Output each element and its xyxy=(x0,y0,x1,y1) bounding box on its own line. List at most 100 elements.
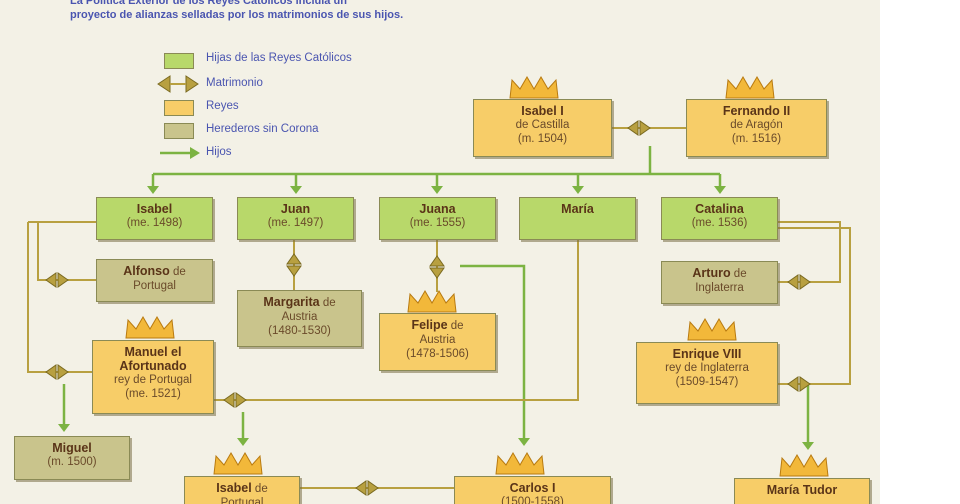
person-manuel: Manuel el Afortunado rey de Portugal (me… xyxy=(92,340,214,414)
connector-layer xyxy=(27,75,851,496)
person-date: (1509-1547) xyxy=(675,376,739,388)
person-name: Juan xyxy=(280,202,311,216)
person-name: Miguel xyxy=(52,441,92,455)
crown-icon xyxy=(725,76,775,99)
person-date: (1480-1530) xyxy=(268,325,331,337)
line-to-carlos xyxy=(460,264,526,440)
marriage-line-catalina-arturo xyxy=(778,221,841,283)
crown-icon xyxy=(125,316,175,339)
legend-label: Reyes xyxy=(206,100,239,112)
person-isabel-i: Isabel I de Castilla (m. 1504) xyxy=(473,99,612,157)
person-name: Margarita xyxy=(263,295,320,309)
person-name: Afortunado xyxy=(119,359,187,373)
marriage-line-maria-manuel xyxy=(214,240,579,401)
person-name: Isabel xyxy=(136,202,173,216)
marriage-icon xyxy=(45,364,69,380)
person-place: Portugal xyxy=(220,497,264,504)
person-name: María Tudor xyxy=(766,483,838,497)
intro-line-2: proyecto de alianzas selladas por los ma… xyxy=(70,9,404,21)
legend-marriage-icon xyxy=(157,75,199,93)
person-name: Felipe xyxy=(411,318,448,332)
marriage-icon xyxy=(286,253,302,277)
person-name: Fernando II xyxy=(722,104,791,118)
person-of: de xyxy=(254,483,268,495)
person-name: María xyxy=(561,202,594,216)
person-maria: María xyxy=(519,197,636,240)
marriage-icons xyxy=(45,120,811,496)
person-title: rey de Inglaterra xyxy=(665,362,749,374)
person-arturo: Arturo de Inglaterra xyxy=(661,261,778,304)
person-date: (m. 1516) xyxy=(731,133,782,145)
person-date: (me. 1521) xyxy=(125,388,181,400)
marriage-icon xyxy=(627,120,651,136)
legend-swatch-yellow xyxy=(164,100,194,116)
crown-icon xyxy=(407,290,457,313)
legend-label: Hijas de las Reyes Católicos xyxy=(206,52,352,64)
crown-icon xyxy=(687,318,737,341)
person-felipe: Felipe de Austria (1478-1506) xyxy=(379,313,496,371)
legend-label: Hijos xyxy=(206,146,232,158)
person-name: Juana xyxy=(419,202,456,216)
person-of: de xyxy=(733,268,747,280)
person-of: de xyxy=(172,266,186,278)
person-place: Austria xyxy=(281,311,318,323)
person-juana: Juana (me. 1555) xyxy=(379,197,496,240)
person-name: Carlos I xyxy=(509,481,556,495)
person-of: de xyxy=(322,297,336,309)
person-of: de xyxy=(450,320,464,332)
crown-icons xyxy=(125,76,829,477)
person-title: de Castilla xyxy=(515,119,570,131)
intro-line-1: La Política Exterior de los Reyes Católi… xyxy=(70,0,347,7)
crown-icon xyxy=(213,452,263,475)
person-isabel-de-portugal: Isabel de Portugal xyxy=(184,476,300,504)
crown-icon xyxy=(495,452,545,475)
marriage-line-catalina-enrique xyxy=(778,227,851,385)
person-juan: Juan (me. 1497) xyxy=(237,197,354,240)
person-date: (me. 1555) xyxy=(409,217,466,229)
person-date: (1478-1506) xyxy=(406,348,469,360)
marriage-line-isabel-manuel xyxy=(27,221,96,373)
person-catalina: Catalina (me. 1536) xyxy=(661,197,778,240)
person-name: Alfonso xyxy=(123,264,170,278)
person-place: Austria xyxy=(419,334,456,346)
legend-swatch-green xyxy=(164,53,194,69)
person-enrique: Enrique VIII rey de Inglaterra (1509-154… xyxy=(636,342,778,404)
person-title: de Aragón xyxy=(730,119,783,131)
person-isabel: Isabel (me. 1498) xyxy=(96,197,213,240)
person-margarita: Margarita de Austria (1480-1530) xyxy=(237,290,362,347)
legend-label: Herederos sin Corona xyxy=(206,123,319,135)
person-date: (1500-1558) xyxy=(501,496,564,504)
legend-arrow-icon xyxy=(160,147,200,159)
marriage-icon xyxy=(223,392,247,408)
genealogy-diagram: La Política Exterior de los Reyes Católi… xyxy=(0,0,880,504)
crown-icon xyxy=(779,454,829,477)
person-name: Arturo xyxy=(692,266,731,280)
legend-swatch-grey xyxy=(164,123,194,139)
arrowheads xyxy=(58,186,814,450)
person-name: Isabel I xyxy=(521,104,564,118)
person-name: Manuel el xyxy=(124,345,182,359)
person-fernando-ii: Fernando II de Aragón (m. 1516) xyxy=(686,99,827,157)
intro-text: La Política Exterior de los Reyes Católi… xyxy=(70,0,403,22)
marriage-icon xyxy=(355,480,379,496)
descendant-lines xyxy=(62,146,810,444)
marriage-icon xyxy=(45,272,69,288)
person-date: (m. 1504) xyxy=(517,133,568,145)
person-date: (m. 1500) xyxy=(47,456,97,468)
person-alfonso: Alfonso de Portugal xyxy=(96,259,213,302)
person-title: rey de Portugal xyxy=(114,374,192,386)
person-date: (me. 1498) xyxy=(126,217,183,229)
person-place: Portugal xyxy=(133,280,176,292)
person-name: Catalina xyxy=(695,202,744,216)
legend-label: Matrimonio xyxy=(206,77,263,89)
person-date: (me. 1536) xyxy=(691,217,748,229)
person-carlos-i: Carlos I (1500-1558) xyxy=(454,476,611,504)
person-name: Enrique VIII xyxy=(672,347,742,361)
marriage-icon xyxy=(429,255,445,279)
person-name: Isabel xyxy=(216,481,252,495)
person-place: Inglaterra xyxy=(695,282,744,294)
marriage-icon xyxy=(787,376,811,392)
marriage-line-isabel-alfonso xyxy=(37,222,96,281)
crown-icon xyxy=(509,76,559,99)
person-maria-tudor: María Tudor xyxy=(734,478,870,504)
